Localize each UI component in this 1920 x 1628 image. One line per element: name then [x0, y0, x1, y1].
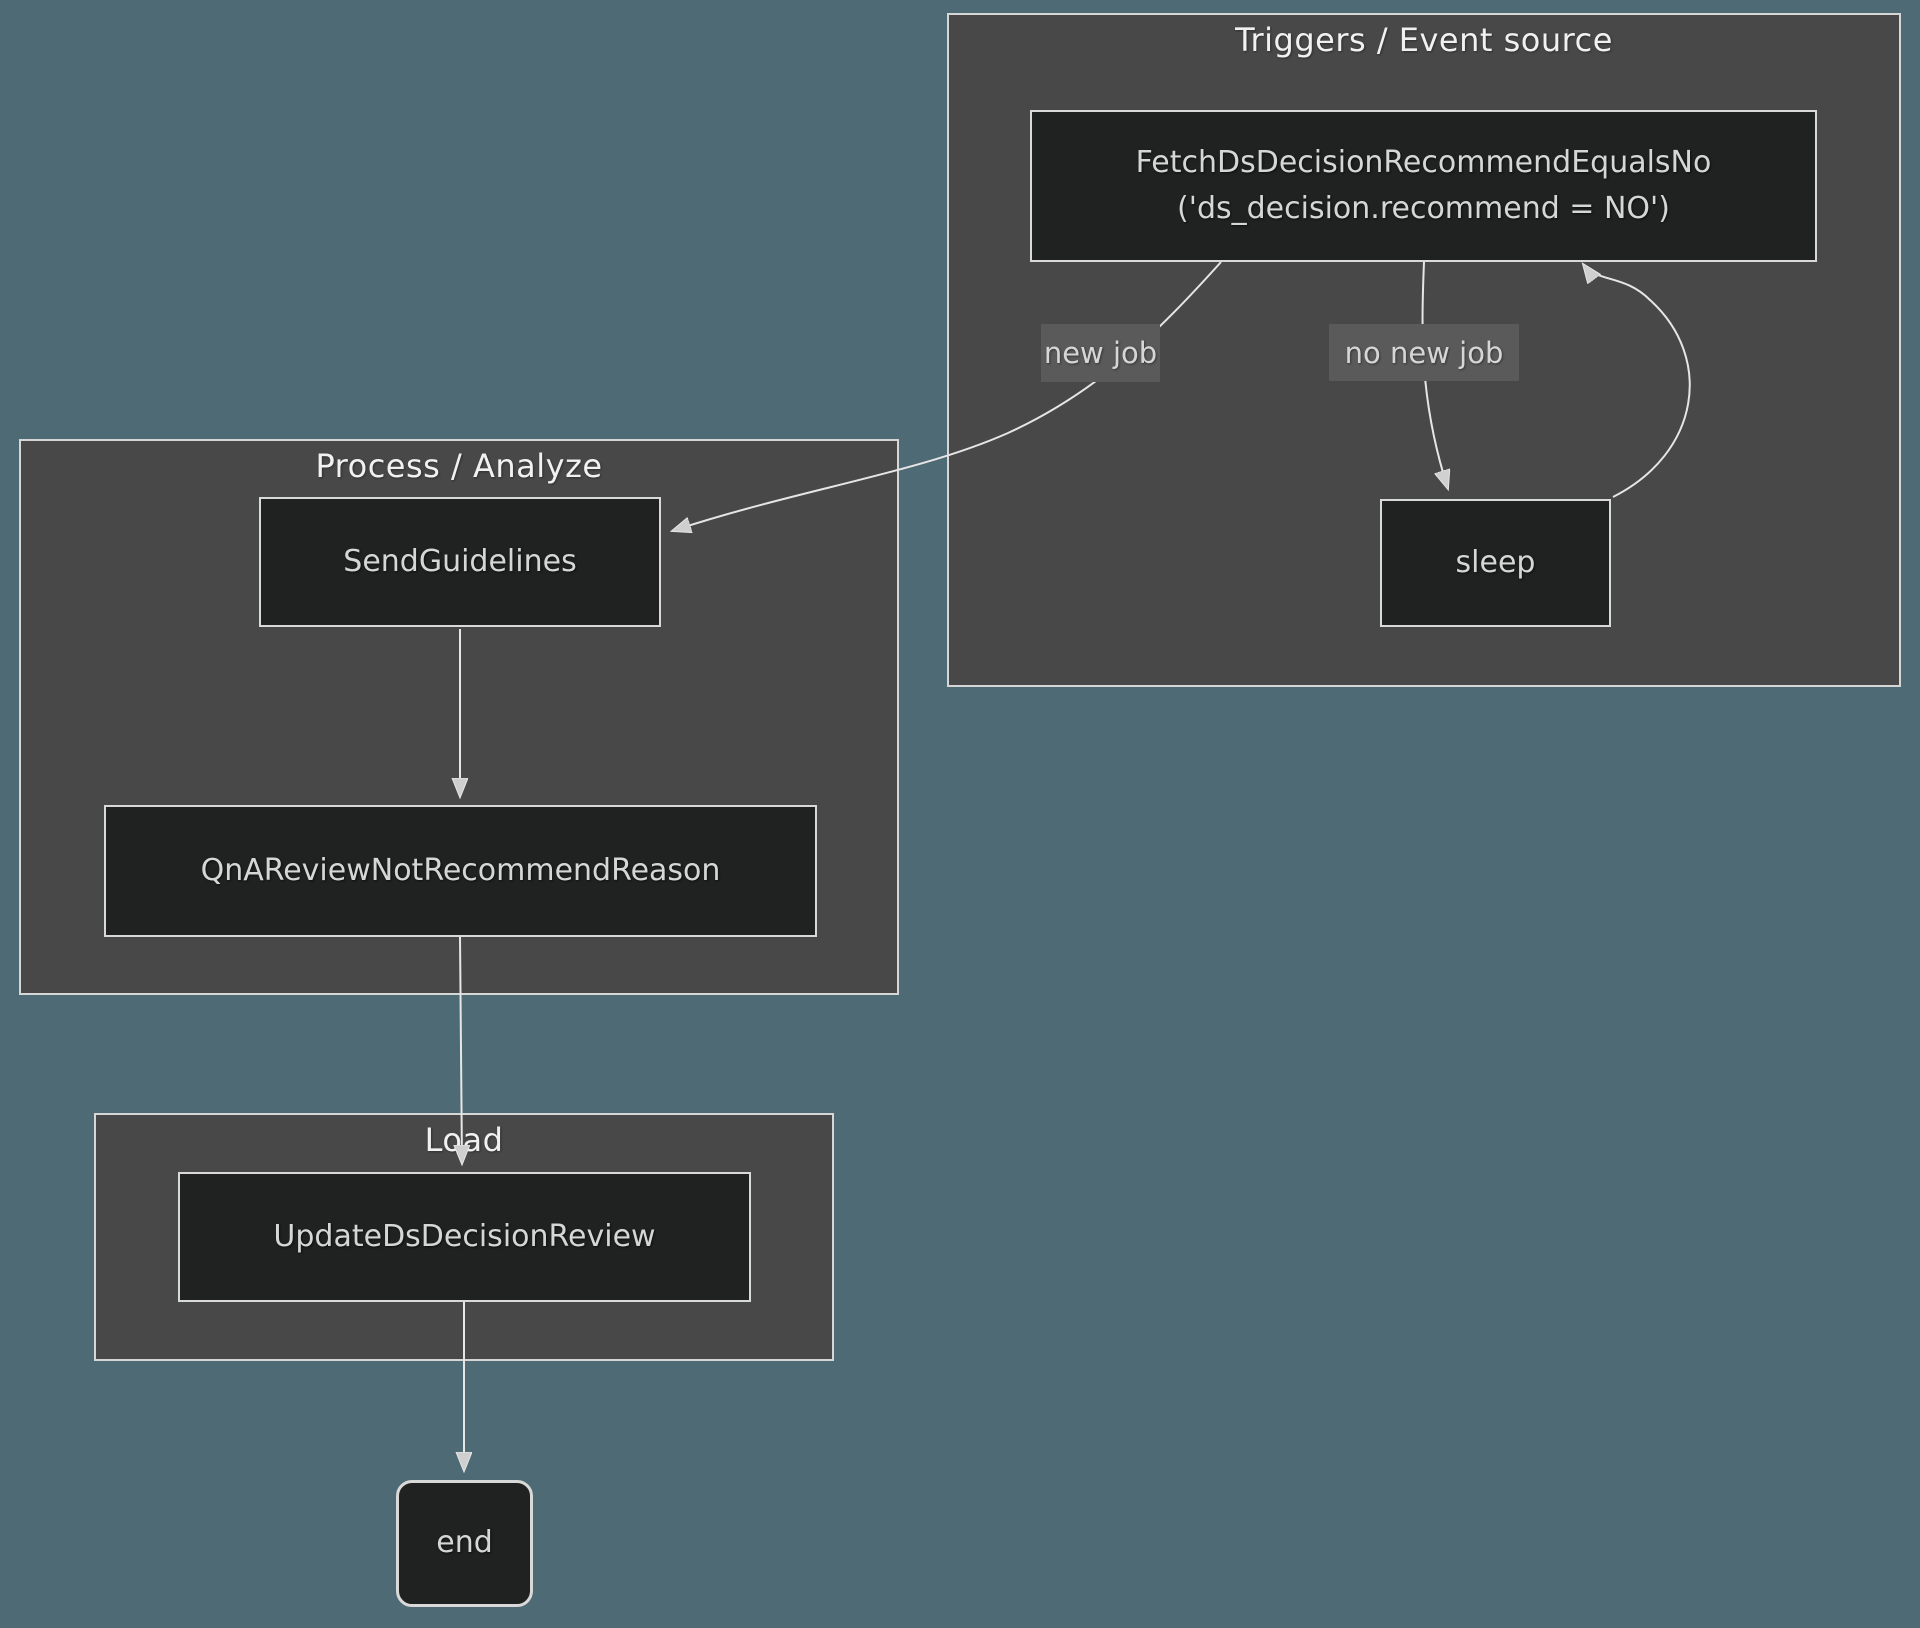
node-qna-review: QnAReviewNotRecommendReason	[104, 805, 817, 937]
edge-label-new-job: new job	[1041, 324, 1160, 382]
node-send-guidelines-label: SendGuidelines	[343, 543, 577, 579]
node-update-review-label: UpdateDsDecisionReview	[273, 1218, 656, 1254]
node-sleep-label: sleep	[1455, 544, 1536, 580]
cluster-load-title: Load	[424, 1121, 504, 1159]
edge-label-no-new-job: no new job	[1329, 324, 1519, 381]
node-end-label: end	[436, 1525, 493, 1561]
node-fetch-line2: ('ds_decision.recommend = NO')	[1177, 191, 1670, 226]
edge-label-no-new-job-text: no new job	[1344, 335, 1504, 370]
node-sleep: sleep	[1380, 499, 1611, 627]
node-qna-review-label: QnAReviewNotRecommendReason	[200, 852, 721, 888]
edge-label-new-job-text: new job	[1043, 336, 1158, 370]
node-update-ds-decision-review: UpdateDsDecisionReview	[178, 1172, 751, 1302]
node-fetch-line1: FetchDsDecisionRecommendEqualsNo	[1135, 144, 1712, 180]
node-send-guidelines: SendGuidelines	[259, 497, 661, 627]
cluster-triggers-title: Triggers / Event source	[1235, 21, 1613, 59]
node-fetch-ds-decision: FetchDsDecisionRecommendEqualsNo ('ds_de…	[1030, 110, 1817, 262]
node-end: end	[396, 1480, 533, 1607]
cluster-process-title: Process / Analyze	[315, 447, 603, 485]
